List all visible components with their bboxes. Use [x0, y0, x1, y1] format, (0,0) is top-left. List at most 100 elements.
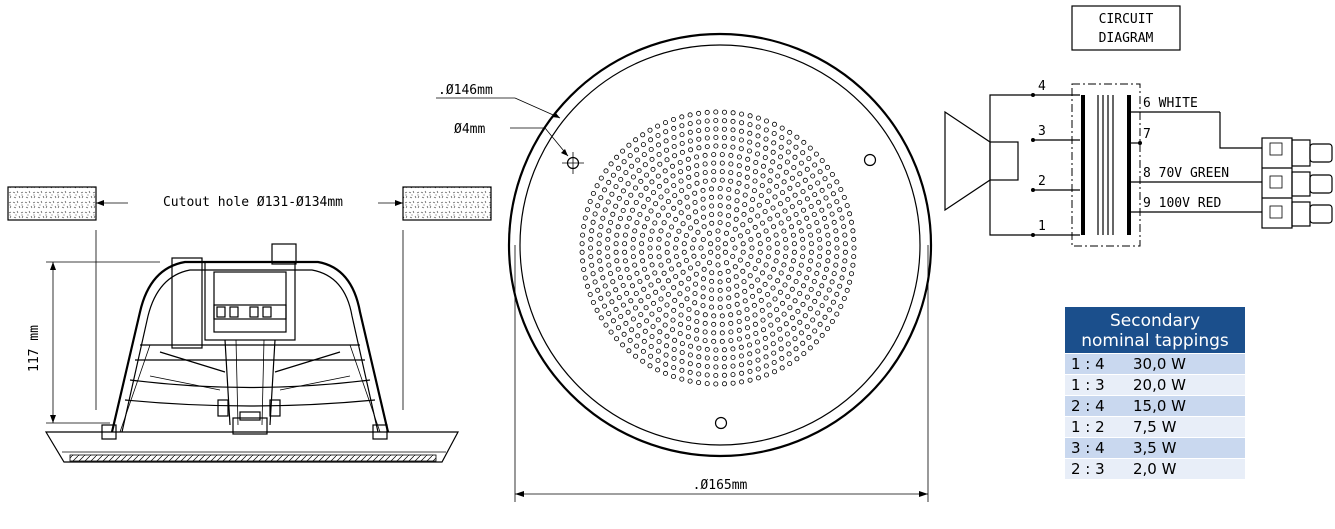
grille-hole	[687, 378, 693, 384]
grille-hole	[618, 176, 624, 182]
grille-hole	[715, 262, 721, 268]
grille-hole	[844, 203, 850, 209]
grille-hole	[704, 372, 710, 378]
grille-hole	[700, 285, 706, 291]
grille-hole	[694, 336, 700, 342]
grille-hole	[637, 278, 643, 284]
grille-hole	[822, 314, 828, 320]
grille-hole	[704, 135, 710, 141]
grille-hole	[620, 342, 626, 348]
grille-hole	[641, 204, 647, 210]
grille-hole	[734, 189, 740, 195]
grille-hole	[580, 258, 586, 264]
power-cell: 30,0 W	[1129, 353, 1245, 375]
grille-hole	[691, 237, 697, 243]
grille-hole	[587, 291, 593, 297]
grille-hole	[613, 203, 619, 209]
grille-hole	[730, 253, 736, 259]
grille-hole	[749, 283, 755, 289]
mounting-hole	[863, 153, 877, 167]
grille-hole	[623, 170, 629, 176]
grille-hole	[719, 169, 725, 175]
grille-hole	[744, 183, 750, 189]
grille-hole	[762, 335, 768, 341]
grille-hole	[617, 274, 623, 280]
grille-hole	[742, 192, 748, 198]
grille-hole	[804, 324, 810, 330]
grille-hole	[806, 334, 812, 340]
grille-hole	[775, 212, 781, 218]
grille-hole	[687, 121, 693, 127]
grille-hole	[740, 241, 746, 247]
grille-hole	[728, 161, 734, 167]
grille-hole	[671, 125, 677, 131]
power-cell: 15,0 W	[1129, 395, 1245, 417]
grille-hole	[648, 146, 654, 152]
grille-hole	[806, 156, 812, 162]
side-view: Cutout hole Ø131-Ø134mm 117 mm	[7, 186, 492, 463]
grille-hole	[623, 320, 629, 326]
grille-hole	[827, 307, 833, 313]
grille-hole	[681, 241, 687, 247]
grille-hole	[825, 249, 831, 255]
speaker-symbol	[944, 110, 991, 212]
grille-hole	[610, 211, 616, 217]
grille-hole	[786, 139, 792, 145]
grille-hole	[717, 211, 723, 217]
grille-hole	[744, 174, 750, 180]
grille-hole	[817, 236, 823, 242]
grille-hole	[717, 279, 723, 285]
grille-hole	[804, 196, 810, 202]
grille-hole	[698, 245, 704, 251]
grille-hole	[677, 159, 683, 165]
grille-hole	[721, 364, 727, 370]
grille-hole	[737, 257, 743, 263]
grille-hole	[709, 212, 715, 218]
grille-hole	[851, 245, 857, 251]
grille-hole	[679, 123, 685, 129]
grille-hole	[613, 249, 619, 255]
grille-hole	[829, 318, 835, 324]
grille-hole	[783, 236, 789, 242]
grille-hole	[635, 333, 641, 339]
grille-hole	[620, 282, 626, 288]
secondary-9-label: 9 100V RED	[1143, 196, 1221, 211]
grille-hole	[670, 317, 676, 323]
grille-hole	[807, 184, 813, 190]
grille-hole	[806, 266, 812, 272]
grille-hole	[622, 258, 628, 264]
grille-hole	[679, 376, 685, 382]
grille-hole	[616, 195, 622, 201]
grille-hole	[745, 156, 751, 162]
grille-hole	[830, 299, 836, 305]
grille-hole	[679, 302, 685, 308]
grille-hole	[708, 249, 714, 255]
grille-hole	[715, 236, 721, 242]
grille-hole	[792, 192, 798, 198]
grille-hole	[598, 266, 604, 272]
grille-hole	[704, 355, 710, 361]
grille-hole	[804, 166, 810, 172]
ceiling-block-left	[7, 186, 97, 221]
table-header-line2: nominal tappings	[1081, 331, 1229, 351]
grille-hole	[761, 163, 767, 169]
grille-hole	[770, 331, 776, 337]
grille-hole	[837, 207, 843, 213]
grille-hole	[598, 195, 604, 201]
grille-hole	[701, 214, 707, 220]
grille-hole	[642, 328, 648, 334]
inner-rim	[519, 44, 921, 446]
grille-hole	[711, 169, 717, 175]
grille-hole	[717, 185, 723, 191]
grille-hole	[807, 345, 813, 351]
cutout-label: Cutout hole Ø131-Ø134mm	[163, 195, 343, 210]
grille-hole	[704, 346, 710, 352]
grille-hole	[758, 193, 764, 199]
grille-hole	[766, 188, 772, 194]
grille-hole	[707, 260, 713, 266]
grille-hole	[616, 325, 622, 331]
grille-hole	[633, 353, 639, 359]
grille-hole	[817, 321, 823, 327]
grille-hole	[755, 277, 761, 283]
grille-hole	[730, 346, 736, 352]
